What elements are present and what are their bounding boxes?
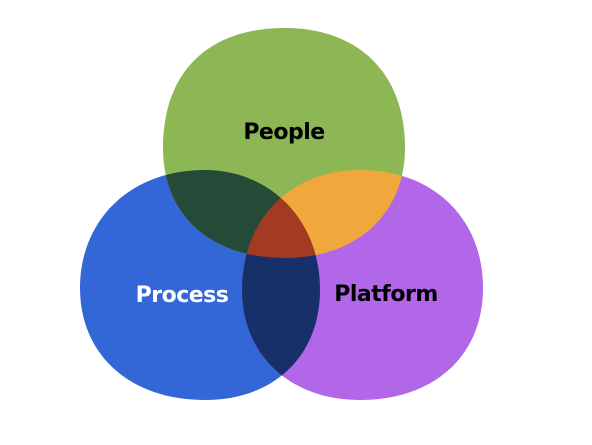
process-label: Process [136, 283, 229, 308]
platform-label: Platform [334, 282, 438, 307]
people-label: People [243, 120, 324, 145]
